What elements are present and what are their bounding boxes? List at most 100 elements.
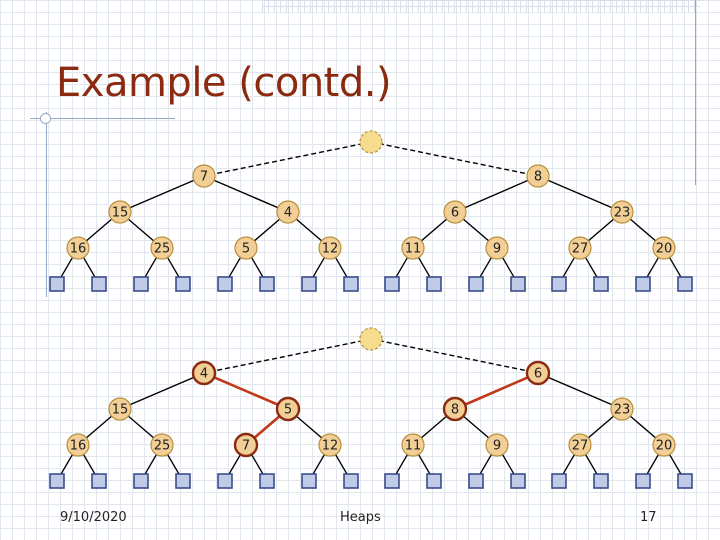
right-decor-line (695, 0, 696, 185)
slide-title: Example (contd.) (56, 60, 392, 106)
heap-node-label: 11 (405, 242, 422, 257)
heap-node: 23 (610, 397, 634, 421)
tree-edges (77, 338, 665, 446)
heap-node-circle (568, 433, 592, 457)
heap-node-circle (610, 397, 634, 421)
heap-node-circle (485, 236, 509, 260)
heap-node-circle (443, 200, 467, 224)
heap-node-circle (276, 200, 300, 224)
heap-node-label: 6 (451, 206, 459, 221)
heap-node-label: 15 (112, 403, 129, 418)
heap-node-circle (108, 397, 132, 421)
tree-edge-root-b (370, 141, 539, 177)
heap-node-label: 4 (284, 206, 292, 221)
heap-node-label: 16 (70, 439, 87, 454)
heap-node: 25 (150, 433, 174, 457)
heap-node: 6 (443, 200, 467, 224)
heap-node-label: 23 (614, 206, 631, 221)
external-leaf-square (426, 473, 442, 489)
external-leaf-square (384, 473, 400, 489)
heap-node-label: 9 (493, 439, 501, 454)
heap-node-circle (233, 432, 259, 458)
heap-node: 15 (108, 397, 132, 421)
tree-edge-a-c (119, 372, 205, 410)
leaf-edges (56, 247, 686, 285)
external-leaf-square (301, 276, 317, 292)
heap-node-label: 6 (534, 367, 542, 382)
external-leaf-square (551, 276, 567, 292)
external-leaf-square (175, 276, 191, 292)
external-leaf-square (343, 473, 359, 489)
heap-node-label: 11 (405, 439, 422, 454)
external-leaf-square (384, 276, 400, 292)
heap-node-label: 27 (572, 242, 589, 257)
heap-node-label: 7 (200, 170, 208, 185)
external-leaf-square (91, 276, 107, 292)
empty-root-node (359, 327, 383, 351)
heap-node-circle (442, 396, 468, 422)
heap-node-label: 9 (493, 242, 501, 257)
heap-node-circle (150, 236, 174, 260)
heap-node-circle (401, 433, 425, 457)
title-underline (30, 118, 175, 119)
heap-node-circle (234, 236, 258, 260)
external-leaf-square (426, 276, 442, 292)
external-leaf-square (175, 473, 191, 489)
heap-node-circle (318, 433, 342, 457)
tree-edge-b-e (454, 371, 539, 411)
external-leaf-square (49, 276, 65, 292)
external-leaf-square (468, 473, 484, 489)
tree-edge-a-c (119, 175, 205, 213)
heap-node-label: 7 (242, 439, 250, 454)
heap-node: 11 (401, 236, 425, 260)
external-leaf-square (259, 473, 275, 489)
tree-edges (77, 141, 665, 249)
heap-node: 12 (318, 236, 342, 260)
tree-edge-a-d (203, 371, 289, 411)
external-leaf-square (510, 473, 526, 489)
heap-node: 20 (652, 236, 676, 260)
heap-node-circle (192, 164, 216, 188)
leaf-edges (56, 444, 686, 482)
external-leaf-square (635, 276, 651, 292)
heap-node-circle (191, 360, 217, 386)
tree-edge-b-f (537, 175, 623, 213)
external-leaf-square (259, 276, 275, 292)
heap-node: 4 (191, 360, 217, 386)
external-leaf-square (677, 473, 693, 489)
tree-edge-a-d (203, 175, 289, 213)
heap-node-circle (108, 200, 132, 224)
heap-node-label: 4 (200, 367, 208, 382)
heap-node: 7 (192, 164, 216, 188)
footer-title: Heaps (340, 510, 381, 525)
heap-node-label: 8 (451, 403, 459, 418)
external-leaf-square (217, 276, 233, 292)
external-leaf-square (510, 276, 526, 292)
external-leaf-square (593, 473, 609, 489)
external-leaf-square (551, 473, 567, 489)
heap-node: 6 (525, 360, 551, 386)
heap-node-label: 15 (112, 206, 129, 221)
heap-node: 16 (66, 236, 90, 260)
heap-node-circle (275, 396, 301, 422)
external-leaf-square (301, 473, 317, 489)
heap-node-label: 20 (656, 242, 673, 257)
heap-node-label: 25 (154, 439, 171, 454)
heap-node-circle (318, 236, 342, 260)
external-leaf-square (593, 276, 609, 292)
heap-node: 7 (233, 432, 259, 458)
heap-node: 27 (568, 236, 592, 260)
heap-node-circle (401, 236, 425, 260)
external-leaf-square (49, 473, 65, 489)
tree-edge-b-f (537, 372, 623, 410)
external-leaf-square (343, 276, 359, 292)
heap-node: 9 (485, 236, 509, 260)
left-decor-line (46, 112, 47, 297)
external-leaf-square (133, 473, 149, 489)
heap-node-circle (652, 236, 676, 260)
heap-node-label: 5 (284, 403, 292, 418)
decor-ring-icon (40, 113, 51, 124)
empty-root-node (359, 130, 383, 154)
heap-node-circle (652, 433, 676, 457)
